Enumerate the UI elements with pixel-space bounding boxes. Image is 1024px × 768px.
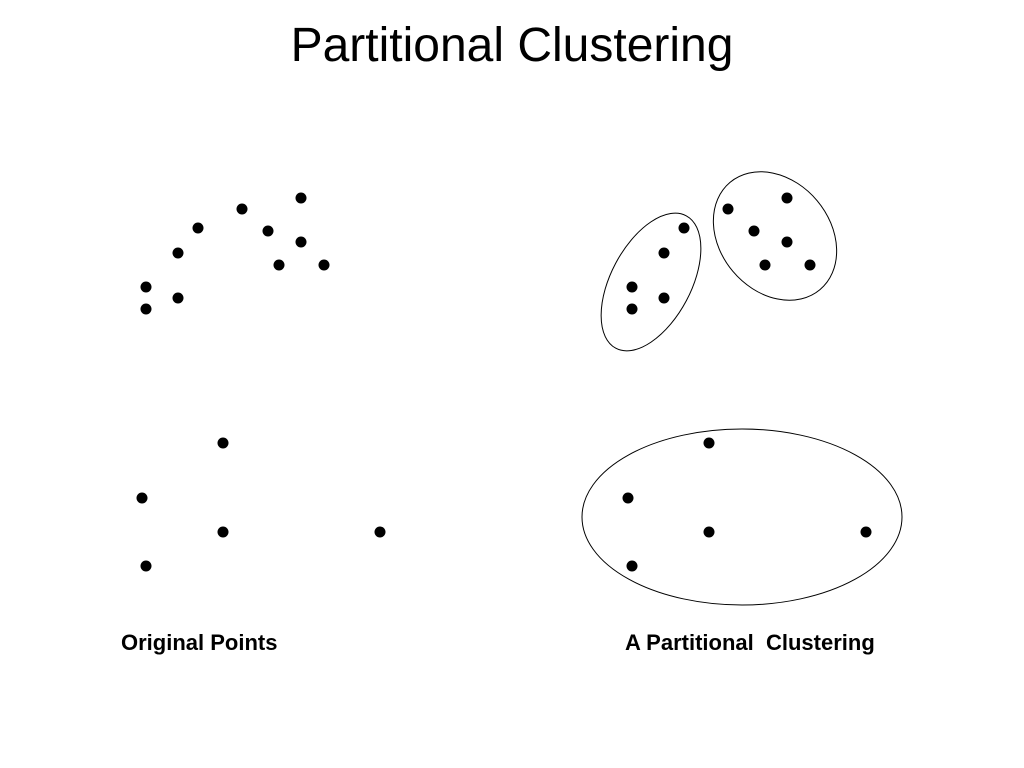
original-point xyxy=(217,437,229,449)
original-point xyxy=(136,492,148,504)
cluster-1-point xyxy=(678,222,690,234)
original-point xyxy=(172,292,184,304)
cluster-3-outline xyxy=(581,428,903,606)
original-point xyxy=(140,281,152,293)
cluster-2-point xyxy=(722,203,734,215)
cluster-3-point xyxy=(626,560,638,572)
original-point xyxy=(262,225,274,237)
cluster-3-point xyxy=(703,526,715,538)
original-point xyxy=(318,259,330,271)
cluster-3-point xyxy=(622,492,634,504)
cluster-1-point xyxy=(658,247,670,259)
original-point xyxy=(374,526,386,538)
slide-title: Partitional Clustering xyxy=(290,19,734,72)
original-point xyxy=(172,247,184,259)
cluster-1-point xyxy=(658,292,670,304)
cluster-1-outline xyxy=(600,212,702,352)
original-point xyxy=(295,236,307,248)
original-points-caption: Original Points xyxy=(121,630,278,655)
cluster-3-point xyxy=(703,437,715,449)
cluster-1-point xyxy=(626,281,638,293)
original-point xyxy=(140,303,152,315)
clustered-points-group xyxy=(622,192,872,572)
original-point xyxy=(140,560,152,572)
original-point xyxy=(236,203,248,215)
cluster-2-outline xyxy=(712,171,838,301)
partitional-clustering-caption: A Partitional Clustering xyxy=(625,630,875,655)
cluster-2-point xyxy=(759,259,771,271)
cluster-2-point xyxy=(804,259,816,271)
original-point xyxy=(192,222,204,234)
original-point xyxy=(273,259,285,271)
original-point xyxy=(295,192,307,204)
cluster-2-point xyxy=(781,236,793,248)
cluster-outlines-group xyxy=(581,171,903,606)
cluster-3-point xyxy=(860,526,872,538)
original-point xyxy=(217,526,229,538)
cluster-2-point xyxy=(781,192,793,204)
cluster-1-point xyxy=(626,303,638,315)
original-points-group xyxy=(136,192,386,572)
cluster-2-point xyxy=(748,225,760,237)
